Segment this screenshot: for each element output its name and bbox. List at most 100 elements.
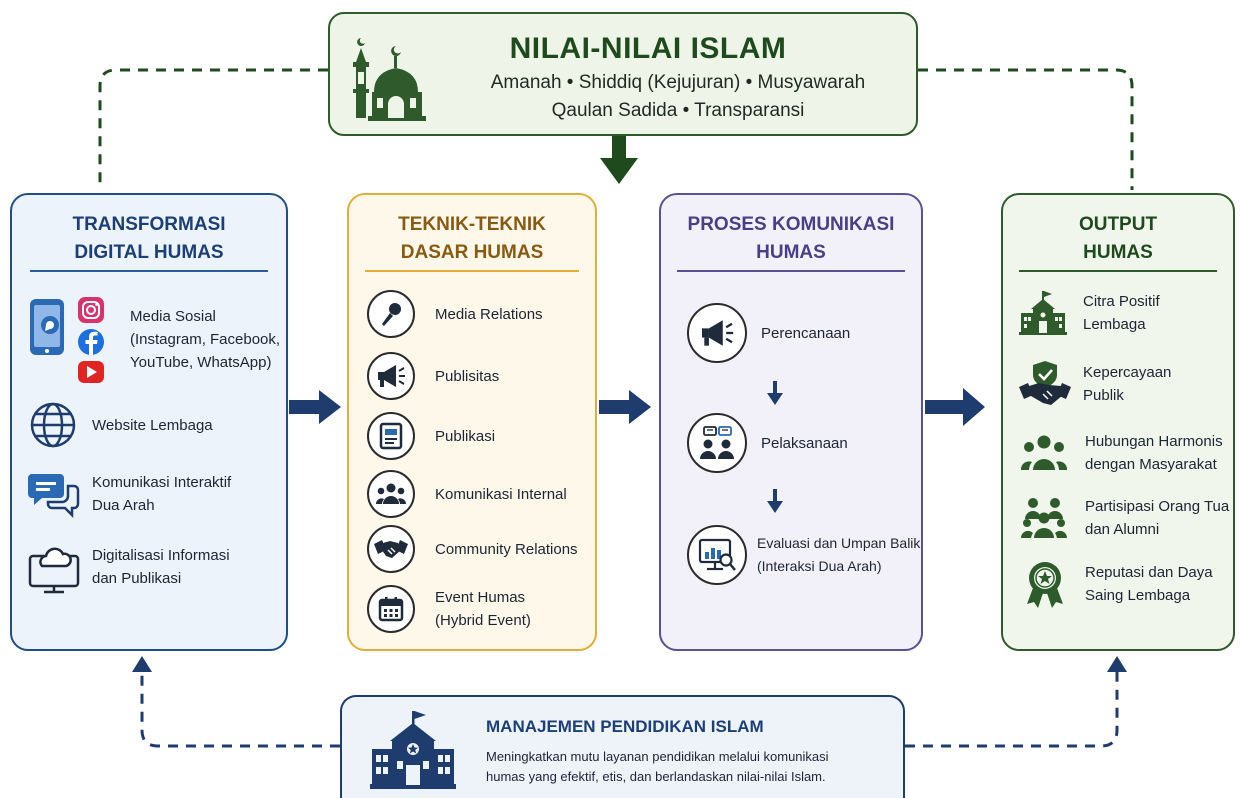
item-label: Digitalisasi Informasi [92, 547, 230, 564]
panel-divider [677, 270, 905, 272]
item-sublabel: YouTube, WhatsApp) [130, 353, 272, 371]
item-sublabel: (Instagram, Facebook, [130, 330, 281, 348]
panel-title-line-2: HUMAS [756, 242, 826, 263]
process-step-planning: Perencanaan [687, 303, 850, 363]
panel-title: TRANSFORMASI DIGITAL HUMAS [12, 211, 286, 267]
list-item-website: Website Lembaga [28, 400, 213, 450]
list-item-publicity: Publisitas [367, 352, 499, 400]
dashed-connector-bottom-left [140, 672, 340, 748]
output-item-reputation: Reputasi dan Daya Saing Lembaga [1023, 560, 1213, 608]
item-label: Reputasi dan Daya [1085, 564, 1213, 581]
item-sublabel: dengan Masyarakat [1085, 456, 1217, 473]
panel-title: TEKNIK-TEKNIK DASAR HUMAS [349, 211, 595, 267]
basic-pr-techniques-panel: TEKNIK-TEKNIK DASAR HUMAS Media Relation… [347, 193, 597, 651]
school-building-icon [370, 711, 456, 789]
item-label: Website Lembaga [92, 416, 213, 434]
microphone-icon [367, 290, 415, 338]
item-label: Kepercayaan [1083, 364, 1172, 381]
output-item-parent-alumni: Partisipasi Orang Tua dan Alumni [1021, 495, 1229, 541]
process-step-evaluation: Evaluasi dan Umpan Balik (Interaksi Dua … [687, 525, 920, 585]
process-step-label: Pelaksanaan [761, 434, 848, 452]
panel-title: PROSES KOMUNIKASI HUMAS [661, 211, 921, 267]
parents-alumni-icon [1021, 498, 1067, 538]
community-icon [1021, 435, 1067, 470]
item-text: Kepercayaan Publik [1083, 361, 1171, 407]
item-text: Pelaksanaan [761, 432, 848, 455]
list-item-interactive-communication: Komunikasi Interaktif Dua Arah [28, 470, 231, 518]
item-label: Komunikasi Internal [435, 485, 567, 503]
process-step-sublabel: (Interaksi Dua Arah) [757, 558, 882, 574]
panel-title-line-1: TEKNIK-TEKNIK [398, 214, 546, 235]
flow-arrow-3 [925, 388, 985, 426]
item-text: Reputasi dan Daya Saing Lembaga [1085, 561, 1213, 607]
footer-title: MANAJEMEN PENDIDIKAN ISLAM [486, 717, 764, 736]
list-item-internal-communication: Komunikasi Internal [367, 470, 567, 518]
panel-title-line-1: OUTPUT [1078, 214, 1158, 235]
item-text: Publikasi [435, 425, 495, 448]
item-sublabel: dan Alumni [1085, 521, 1160, 538]
panel-divider [365, 270, 579, 272]
down-arrow-icon [767, 381, 783, 405]
item-text: Komunikasi Internal [435, 483, 567, 506]
people-group-icon [367, 470, 415, 518]
school-building-icon [1019, 291, 1067, 335]
analytics-icon [687, 525, 747, 585]
header-values-line-2: Qaulan Sadida • Transparansi [551, 100, 805, 121]
globe-icon [30, 402, 76, 448]
megaphone-icon [367, 352, 415, 400]
panel-title-line-2: DIGITAL HUMAS [74, 242, 224, 263]
process-step-label: Evaluasi dan Umpan Balik [757, 535, 921, 551]
digital-transformation-panel: TRANSFORMASI DIGITAL HUMAS Media Sosial [10, 193, 288, 651]
pr-output-panel: OUTPUT HUMAS Citra Positif Lembaga Keper… [1001, 193, 1235, 651]
trust-handshake-icon [1019, 361, 1071, 405]
item-sublabel: (Hybrid Event) [435, 612, 531, 629]
item-label: Community Relations [435, 540, 578, 558]
item-text: Partisipasi Orang Tua dan Alumni [1085, 495, 1229, 541]
panel-divider [30, 270, 268, 272]
item-text: Citra Positif Lembaga [1083, 290, 1160, 336]
item-text: Komunikasi Interaktif Dua Arah [92, 471, 231, 517]
calendar-icon [367, 585, 415, 633]
mosque-icon [353, 38, 426, 121]
panel-title-line-1: PROSES KOMUNIKASI [687, 214, 895, 235]
process-step-label: Perencanaan [761, 324, 851, 342]
arrowhead-bottom-right [1107, 656, 1127, 672]
output-item-public-trust: Kepercayaan Publik [1019, 361, 1171, 407]
dashed-connector-top-right [918, 68, 1134, 190]
process-step-implementation: Pelaksanaan [687, 413, 848, 473]
header-values-line-1: Amanah • Shiddiq (Kejujuran) • Musyawara… [490, 72, 866, 93]
footer-description: Meningkatkan mutu layanan pendidikan mel… [486, 747, 896, 787]
flow-arrow-1 [289, 390, 341, 424]
item-label: Hubungan Harmonis [1085, 433, 1223, 450]
social-media-icons [30, 297, 104, 383]
item-sublabel: Lembaga [1083, 316, 1146, 333]
item-sublabel: Publik [1083, 387, 1124, 404]
output-item-community-harmony: Hubungan Harmonis dengan Masyarakat [1021, 430, 1223, 476]
megaphone-icon [687, 303, 747, 363]
panel-divider [1019, 270, 1217, 272]
header-down-arrow [600, 136, 638, 184]
item-label: Komunikasi Interaktif [92, 474, 232, 491]
handshake-icon [367, 525, 415, 573]
dashed-connector-bottom-right [905, 672, 1119, 748]
item-text: Community Relations [435, 538, 578, 561]
footer-description-line-2: humas yang efektif, etis, dan berlandask… [486, 769, 826, 784]
panel-title: OUTPUT HUMAS [1003, 211, 1233, 267]
item-label: Media Relations [435, 305, 543, 323]
pr-communication-process-panel: PROSES KOMUNIKASI HUMAS Perencanaan Pela… [659, 193, 923, 651]
islamic-education-management-box: MANAJEMEN PENDIDIKAN ISLAM Meningkatkan … [340, 695, 905, 798]
item-text: Media Sosial (Instagram, Facebook, YouTu… [130, 305, 280, 374]
item-label: Event Humas [435, 589, 526, 606]
item-text: Perencanaan [761, 322, 850, 345]
arrowhead-bottom-left [132, 656, 152, 672]
list-item-media-relations: Media Relations [367, 290, 543, 338]
list-item-digitalization: Digitalisasi Informasi dan Publikasi [28, 540, 230, 594]
item-label: Publikasi [435, 427, 496, 445]
item-label: Citra Positif [1083, 293, 1160, 310]
item-text: Evaluasi dan Umpan Balik (Interaksi Dua … [757, 532, 920, 578]
item-sublabel: Dua Arah [92, 497, 155, 514]
panel-title-line-1: TRANSFORMASI [72, 214, 226, 235]
panel-title-line-2: DASAR HUMAS [400, 242, 544, 263]
header-title: NILAI-NILAI ISLAM [509, 32, 787, 65]
dashed-connector-top-left [98, 68, 328, 190]
